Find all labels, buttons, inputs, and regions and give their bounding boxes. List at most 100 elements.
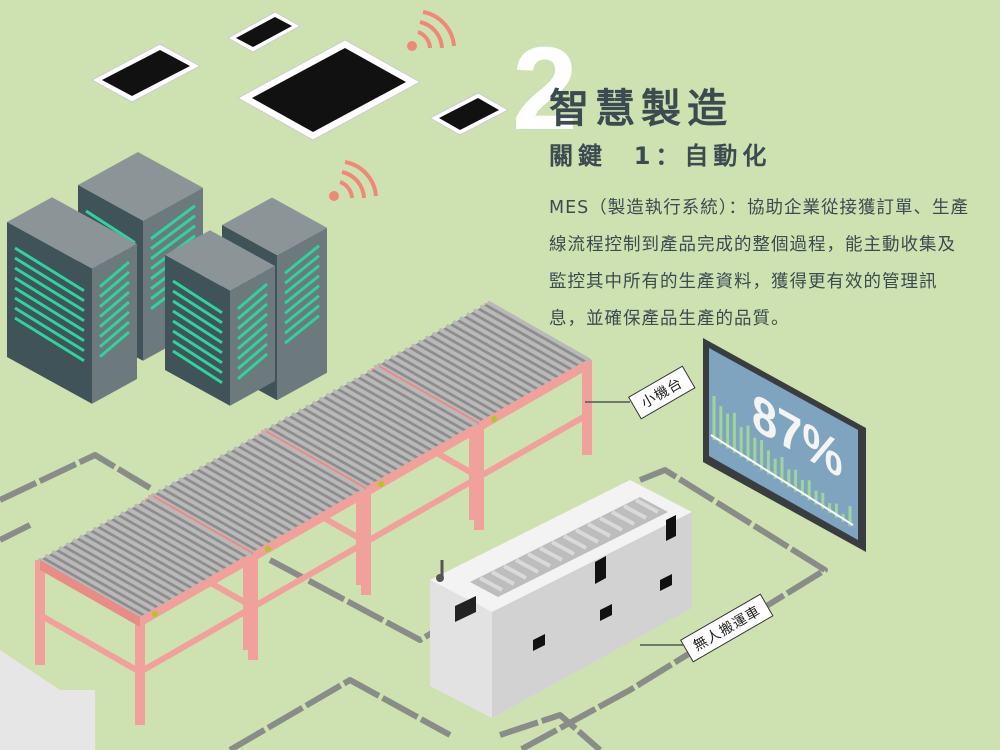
agv-roller — [527, 552, 551, 568]
agv-roller — [491, 570, 515, 586]
conveyor-roller — [185, 473, 290, 535]
conveyor-roller — [277, 420, 382, 482]
server-vent — [284, 274, 320, 305]
conveyor-roller — [411, 343, 516, 405]
conveyor-roller — [270, 424, 375, 486]
conveyor-rail — [366, 425, 474, 497]
section-number: 2 — [512, 23, 578, 155]
conveyor-roller — [473, 308, 578, 370]
conveyor-roller — [86, 530, 191, 592]
agv-screen — [455, 596, 476, 622]
conveyor-roller — [58, 546, 163, 608]
description-text: MES（製造執行系統）：協助企業從接獲訂單、生產線流程控制到產品完成的整個過程，… — [549, 198, 970, 329]
server-vent — [172, 349, 223, 385]
agv-roller — [563, 534, 587, 550]
conveyor-roller — [367, 369, 472, 431]
conveyor-brace — [477, 412, 589, 480]
server-vent — [99, 330, 130, 358]
conveyor-roller — [192, 469, 297, 531]
conveyor-roller — [360, 373, 465, 435]
conveyor-roller — [240, 442, 345, 504]
conveyor-roller — [65, 542, 170, 604]
server-front — [277, 227, 327, 401]
server-vent — [14, 246, 85, 293]
server-vent — [99, 310, 130, 338]
conveyor-roller — [487, 301, 591, 362]
server-vent — [99, 260, 130, 288]
conveyor-roller — [178, 477, 283, 539]
tablets — [90, 11, 510, 141]
server-vent — [237, 282, 268, 310]
conveyor-roller — [44, 554, 149, 616]
conveyor-roller — [141, 499, 246, 561]
conveyor-roller — [418, 339, 523, 401]
agv-roller — [539, 546, 563, 562]
conveyor-roller — [212, 458, 317, 520]
conveyor-roller — [374, 366, 478, 427]
conveyor-roller — [261, 431, 365, 492]
conveyors — [35, 301, 592, 725]
agv-cart — [430, 480, 692, 718]
conveyor-roller — [93, 527, 197, 588]
conveyor-brace — [364, 477, 476, 545]
agv-roller — [599, 516, 623, 532]
conveyor-roller — [390, 355, 495, 417]
server-top — [165, 230, 275, 291]
server-vent — [172, 299, 223, 335]
conveyor-roller — [445, 324, 550, 386]
conveyor-rail — [253, 490, 361, 562]
server-vent — [237, 312, 268, 340]
agv-roller — [635, 498, 659, 514]
conveyor-roller — [459, 316, 564, 378]
server-vent — [150, 204, 196, 240]
conveyor-roller — [325, 393, 430, 455]
conveyor-sensor — [378, 481, 384, 487]
server-vent — [14, 306, 85, 353]
monitor-screen: 87% — [703, 338, 866, 552]
wifi-icon — [407, 10, 456, 51]
agv-roller — [515, 558, 539, 574]
server-vent — [284, 314, 320, 345]
agv-roller — [611, 510, 635, 526]
conveyor-roller — [127, 507, 232, 569]
server-top — [78, 152, 203, 221]
track-segment — [0, 522, 32, 543]
server-rack — [7, 197, 137, 404]
machine-corner — [0, 650, 95, 750]
server-vent — [172, 289, 223, 325]
server-vent — [14, 296, 85, 343]
server-vent — [237, 332, 268, 360]
conveyor-roller — [346, 381, 451, 443]
track-segment — [228, 677, 452, 750]
server-vent — [237, 302, 268, 330]
page-title: 智慧製造 — [549, 86, 733, 132]
conveyor-roller — [425, 335, 530, 397]
server-vent — [237, 352, 268, 380]
conveyor-brace — [38, 612, 142, 675]
server-vent — [99, 270, 130, 298]
conveyor-roller — [247, 438, 352, 500]
conveyor-roller — [319, 397, 423, 458]
conveyor-sensor — [265, 546, 271, 552]
conveyor-roller — [206, 462, 310, 523]
agv-roller — [479, 576, 503, 592]
conveyor-roller — [164, 485, 269, 547]
agv-roller — [623, 504, 647, 520]
track-segment — [499, 712, 602, 750]
conveyor-roller — [171, 481, 276, 543]
conveyor-leg — [35, 560, 45, 665]
server-vent — [284, 254, 320, 285]
server-vent — [85, 209, 136, 245]
conveyor-sensor — [152, 611, 158, 617]
conveyor-roller — [79, 534, 184, 596]
server-vent — [284, 294, 320, 325]
server-vent — [14, 286, 85, 333]
conveyor-leg — [356, 490, 366, 585]
server-vent — [284, 284, 320, 315]
server-vent — [172, 339, 223, 375]
conveyor-roller — [134, 503, 239, 565]
conveyor-roller — [466, 312, 571, 374]
conveyor-roller — [291, 412, 396, 474]
conveyor-roller — [432, 332, 536, 393]
